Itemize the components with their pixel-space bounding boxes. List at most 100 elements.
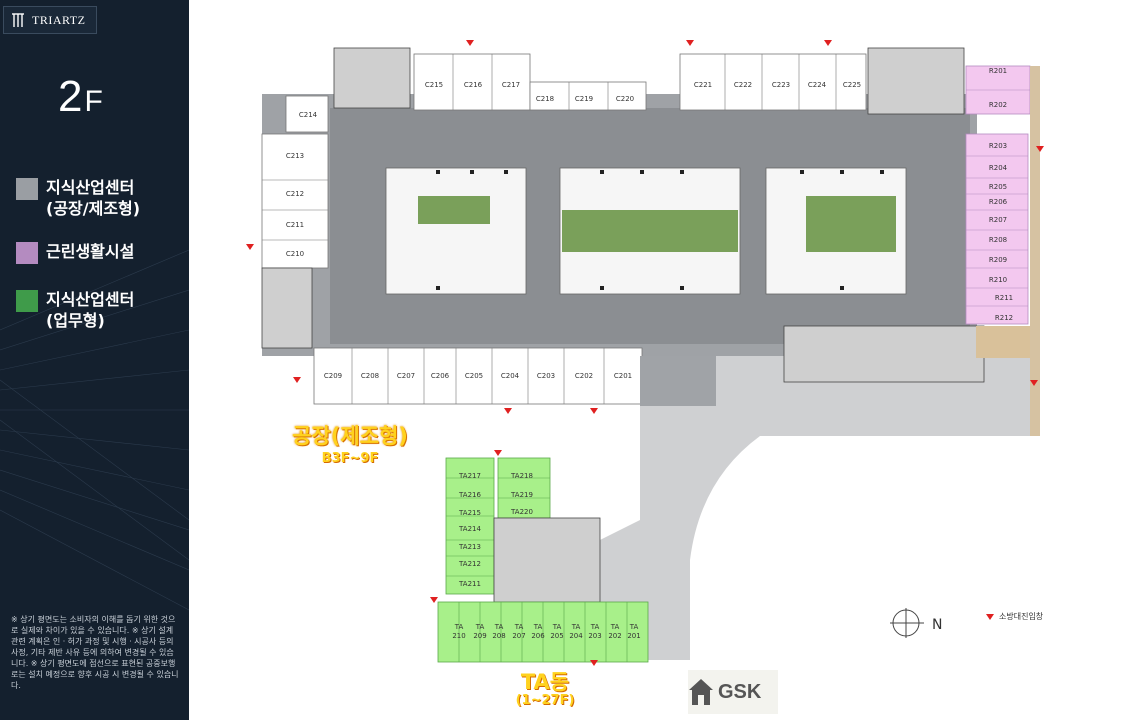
bottom-units bbox=[313, 347, 643, 405]
legend-swatch-office bbox=[16, 290, 38, 312]
core-northwest bbox=[333, 47, 411, 109]
fire-entry-icon bbox=[986, 613, 994, 620]
compass-north: N bbox=[932, 617, 942, 633]
compass: N bbox=[888, 605, 952, 641]
core-east-deck bbox=[976, 326, 1030, 358]
garden-east bbox=[806, 196, 896, 252]
unit-label-top_mid: C218 bbox=[536, 95, 554, 103]
unit-label-top_right: C222 bbox=[734, 81, 752, 89]
deck-walkway bbox=[1030, 66, 1040, 436]
unit-label-retail: R203 bbox=[989, 142, 1007, 150]
legend-factory: 지식산업센터 (공장/제조형) bbox=[16, 177, 140, 219]
legend-factory-line1: 지식산업센터 bbox=[46, 178, 135, 197]
unit-label-bottom: C201 bbox=[614, 372, 632, 380]
unit-label-bottom: C206 bbox=[431, 372, 450, 380]
south-plaza bbox=[600, 356, 1030, 660]
triartz-logo-icon bbox=[12, 13, 24, 27]
unit-label-ta_right: TA219 bbox=[510, 491, 533, 499]
brand-name: TRIARTZ bbox=[32, 12, 86, 27]
unit-label-top_left: C216 bbox=[464, 81, 483, 89]
unit-label-ta_left: TA211 bbox=[458, 580, 481, 588]
entry-legend-text: 소방대진입창 bbox=[999, 612, 1044, 621]
unit-label-retail: R204 bbox=[989, 164, 1008, 172]
retail-strip bbox=[965, 65, 1040, 436]
watermark-text: GSK bbox=[718, 680, 762, 703]
floor-number: 2 bbox=[58, 72, 85, 121]
unit-label-top_left: C217 bbox=[502, 81, 520, 89]
unit-label-retail: R205 bbox=[989, 183, 1007, 191]
entry-legend: 소방대진입창 bbox=[986, 611, 1043, 622]
unit-label-ta_left: TA214 bbox=[458, 525, 481, 533]
brand-logo[interactable]: TRIARTZ bbox=[3, 6, 97, 34]
unit-label-left: C211 bbox=[286, 221, 304, 229]
unit-label-left: C214 bbox=[299, 111, 318, 119]
factory-label: 공장(제조형) bbox=[292, 424, 408, 448]
garden-west bbox=[418, 196, 490, 224]
ta-floors-label: (1~27F) bbox=[515, 693, 575, 708]
unit-label-bottom: C209 bbox=[324, 372, 342, 380]
top-units-right bbox=[679, 53, 867, 111]
unit-label-retail: R206 bbox=[989, 198, 1008, 206]
unit-label-retail: R211 bbox=[995, 294, 1013, 302]
legend-retail-line1: 근린생활시설 bbox=[46, 242, 135, 261]
unit-label-ta_right: TA218 bbox=[510, 472, 533, 480]
unit-label-top_right: C223 bbox=[772, 81, 790, 89]
disclaimer-note: ※ 상기 평면도는 소비자의 이해를 돕기 위한 것으로 실제와 차이가 있을 … bbox=[11, 615, 179, 690]
unit-label-bottom: C205 bbox=[465, 372, 483, 380]
unit-label-ta_right: TA220 bbox=[510, 508, 533, 516]
floor-title: 2F bbox=[58, 72, 105, 122]
legend-office: 지식산업센터 (업무형) bbox=[16, 289, 134, 331]
unit-label-retail: R201 bbox=[989, 67, 1007, 75]
unit-label-top_mid: C219 bbox=[575, 95, 593, 103]
core-northeast bbox=[867, 47, 965, 115]
unit-label-ta_left: TA215 bbox=[458, 509, 481, 517]
unit-label-top_left: C215 bbox=[425, 81, 443, 89]
unit-label-top_right: C225 bbox=[843, 81, 861, 89]
unit-label-left: C212 bbox=[286, 190, 304, 198]
garden-center bbox=[562, 210, 738, 252]
unit-label-retail: R209 bbox=[989, 256, 1007, 264]
unit-label-left: C213 bbox=[286, 152, 304, 160]
unit-label-ta_left: TA213 bbox=[458, 543, 481, 551]
left-units bbox=[261, 95, 329, 269]
unit-label-bottom: C207 bbox=[397, 372, 415, 380]
top-units-left bbox=[413, 53, 531, 111]
legend-factory-line2: (공장/제조형) bbox=[46, 199, 141, 218]
unit-label-retail: R212 bbox=[995, 314, 1013, 322]
unit-label-ta_left: TA212 bbox=[458, 560, 481, 568]
unit-label-retail: R210 bbox=[989, 276, 1007, 284]
legend-office-line1: 지식산업센터 bbox=[46, 290, 135, 309]
unit-label-ta_left: TA217 bbox=[458, 472, 481, 480]
core-southeast bbox=[783, 325, 985, 383]
compass-icon: N bbox=[890, 608, 942, 638]
legend-retail: 근린생활시설 bbox=[16, 241, 134, 264]
legend-swatch-factory bbox=[16, 178, 38, 200]
legend-swatch-retail bbox=[16, 242, 38, 264]
sidebar-decoration bbox=[0, 249, 189, 611]
unit-label-retail: R208 bbox=[989, 236, 1007, 244]
legend-office-line2: (업무형) bbox=[46, 311, 105, 330]
unit-label-bottom: C204 bbox=[501, 372, 520, 380]
unit-label-top_right: C224 bbox=[808, 81, 827, 89]
unit-label-ta_left: TA216 bbox=[458, 491, 481, 499]
unit-label-left: C210 bbox=[286, 250, 304, 258]
unit-label-top_mid: C220 bbox=[616, 95, 634, 103]
unit-label-bottom: C203 bbox=[537, 372, 555, 380]
factory-floors-label: B3F~9F bbox=[321, 451, 379, 466]
fire-entry-markers bbox=[246, 40, 1044, 666]
courtyard-west bbox=[385, 167, 527, 295]
watermark: GSK bbox=[688, 670, 778, 714]
core-southwest bbox=[261, 267, 313, 349]
